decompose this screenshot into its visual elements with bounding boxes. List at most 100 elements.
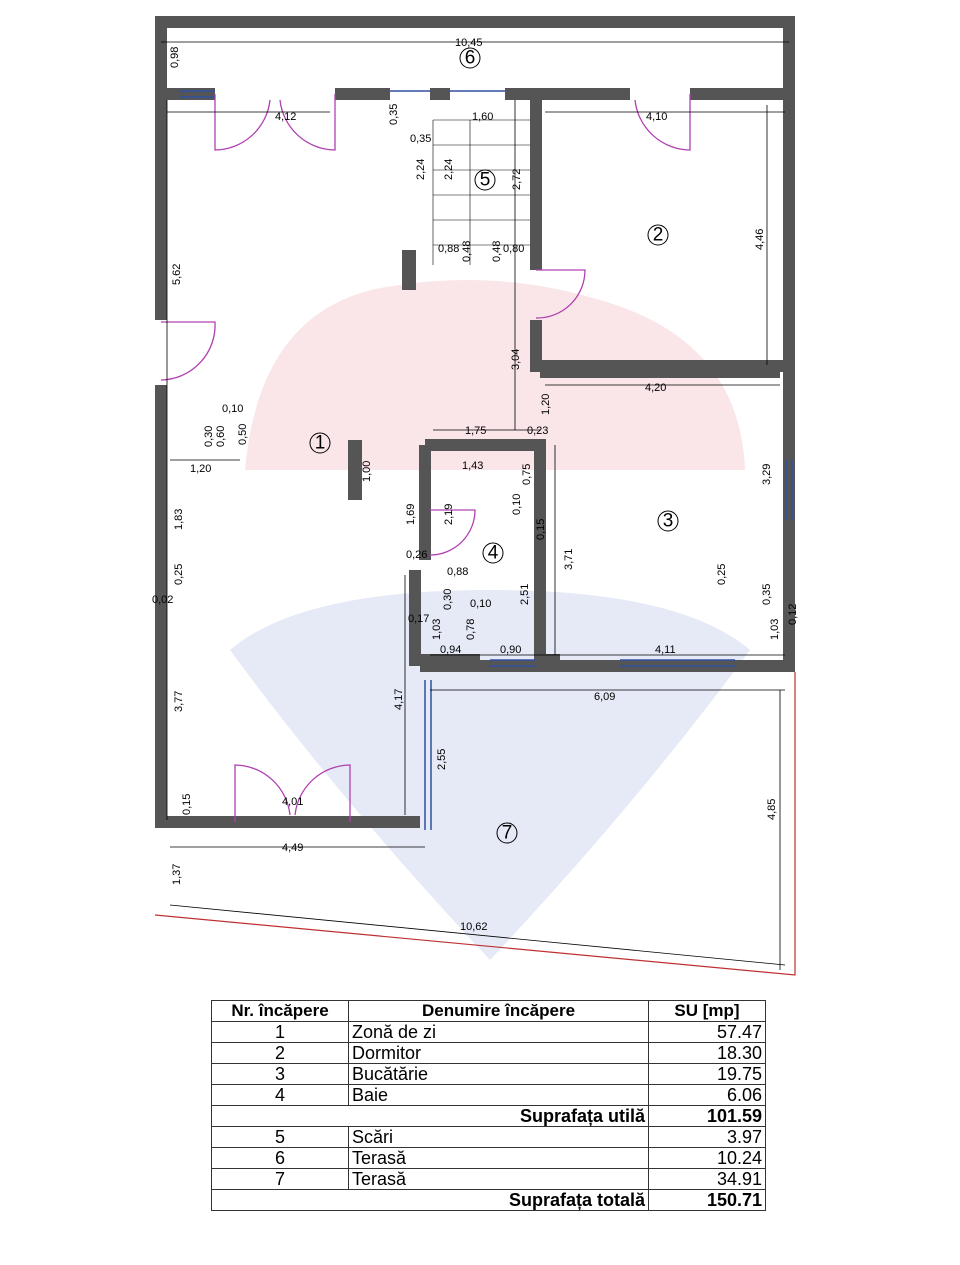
room-name: Terasă — [348, 1168, 649, 1190]
room-area: 6.06 — [648, 1084, 766, 1106]
room-nr: 7 — [211, 1168, 349, 1190]
dimension-label: 2,24 — [443, 159, 455, 180]
room-name: Terasă — [348, 1147, 649, 1169]
dimension-label: 1,43 — [462, 460, 483, 472]
dimension-label: 0,48 — [491, 241, 503, 262]
dimension-label: 2,24 — [415, 159, 427, 180]
dimension-label: 0,15 — [181, 794, 193, 815]
room-name: Bucătărie — [348, 1063, 649, 1085]
room-number-3: 3 — [663, 511, 674, 532]
dimension-label: 0,94 — [440, 644, 461, 656]
room-area: 18.30 — [648, 1042, 766, 1064]
room-name: Zonă de zi — [348, 1021, 649, 1043]
dimension-label: 1,69 — [405, 504, 417, 525]
dimension-label: 0,25 — [173, 564, 185, 585]
dimension-label: 1,20 — [190, 463, 211, 475]
dimension-label: 0,30 — [442, 589, 454, 610]
room-area: 57.47 — [648, 1021, 766, 1043]
dimension-label: 0,88 — [447, 566, 468, 578]
dimension-label: 1,03 — [769, 619, 781, 640]
room-name: Scări — [348, 1126, 649, 1148]
doors — [160, 94, 691, 822]
dimension-label: 0,23 — [527, 425, 548, 437]
subtotal-label: Suprafața utilă — [211, 1105, 649, 1127]
room-area: 10.24 — [648, 1147, 766, 1169]
dimension-label: 0,80 — [503, 243, 524, 255]
room-nr: 1 — [211, 1021, 349, 1043]
dimension-label: 0,88 — [438, 243, 459, 255]
dimension-label: 6,09 — [594, 691, 615, 703]
room-nr: 2 — [211, 1042, 349, 1064]
dimension-label: 0,75 — [521, 464, 533, 485]
dimension-label: 0,17 — [408, 613, 429, 625]
dimension-label: 4,10 — [646, 111, 667, 123]
room-number-1: 1 — [315, 433, 326, 454]
dimension-label: 0,98 — [169, 47, 181, 68]
remax-watermark — [230, 280, 750, 960]
dimension-label: 3,04 — [510, 349, 522, 370]
room-name: Baie — [348, 1084, 649, 1106]
dimension-label: 4,46 — [754, 229, 766, 250]
dimension-label: 0,48 — [461, 241, 473, 262]
dimension-lines — [154, 41, 796, 976]
dimension-label: 0,15 — [535, 519, 547, 540]
room-number-6: 6 — [465, 48, 476, 69]
floor-plan: 6 1 2 3 4 5 7 10,45 0,98 4,12 0,35 0,35 … — [152, 16, 799, 976]
dimension-label: 0,60 — [215, 426, 227, 447]
room-labels: 6 1 2 3 4 5 7 — [309, 47, 679, 844]
dimension-label: 0,78 — [465, 619, 477, 640]
total-label: Suprafața totală — [211, 1189, 649, 1211]
dimension-label: 3,71 — [563, 549, 575, 570]
walls — [155, 16, 795, 828]
dimension-label: 5,62 — [171, 264, 183, 285]
room-number-5: 5 — [480, 170, 491, 191]
table-header-row: Nr. încăpere Denumire încăpere SU [mp] — [211, 1000, 766, 1022]
dimension-label: 2,55 — [436, 749, 448, 770]
room-nr: 6 — [211, 1147, 349, 1169]
dimension-label: 0,35 — [410, 133, 431, 145]
dimension-label: 10,45 — [455, 37, 483, 49]
dimension-label: 1,00 — [361, 461, 373, 482]
dimension-label: 2,51 — [519, 584, 531, 605]
dimension-label: 3,77 — [173, 691, 185, 712]
dimension-label: 4,17 — [393, 689, 405, 710]
dimension-label: 1,83 — [173, 509, 185, 530]
dimension-label: 1,75 — [465, 425, 486, 437]
dimension-label: 4,12 — [275, 111, 296, 123]
dimension-label: 0,30 — [203, 426, 215, 447]
room-nr: 4 — [211, 1084, 349, 1106]
dimension-label: 4,11 — [655, 644, 676, 656]
dimension-label: 10,62 — [460, 921, 488, 933]
dimension-label: 0,50 — [237, 424, 249, 445]
dimension-label: 0,25 — [716, 564, 728, 585]
header-nr: Nr. încăpere — [211, 1000, 349, 1022]
room-number-4: 4 — [488, 543, 499, 564]
dimension-label: 0,35 — [388, 104, 400, 125]
dimension-label: 1,20 — [540, 394, 552, 415]
dimension-label: 2,19 — [443, 504, 455, 525]
dimension-label: 2,72 — [511, 169, 523, 190]
room-nr: 5 — [211, 1126, 349, 1148]
room-area-table: Nr. încăpere Denumire încăpere SU [mp] 1… — [211, 1000, 766, 1211]
header-name: Denumire încăpere — [348, 1000, 649, 1022]
dimension-label: 4,49 — [282, 842, 303, 854]
room-area: 34.91 — [648, 1168, 766, 1190]
dimension-label: 1,03 — [431, 619, 443, 640]
room-area: 3.97 — [648, 1126, 766, 1148]
room-number-7: 7 — [502, 823, 513, 844]
dimension-labels: 10,45 0,98 4,12 0,35 0,35 1,60 4,10 2,24… — [152, 37, 799, 933]
dimension-label: 0,10 — [511, 494, 523, 515]
subtotal-value: 101.59 — [648, 1105, 766, 1127]
dimension-label: 0,10 — [470, 598, 491, 610]
dimension-label: 4,01 — [282, 796, 303, 808]
dimension-label: 0,90 — [500, 644, 521, 656]
dimension-label: 4,20 — [645, 382, 666, 394]
room-name: Dormitor — [348, 1042, 649, 1064]
